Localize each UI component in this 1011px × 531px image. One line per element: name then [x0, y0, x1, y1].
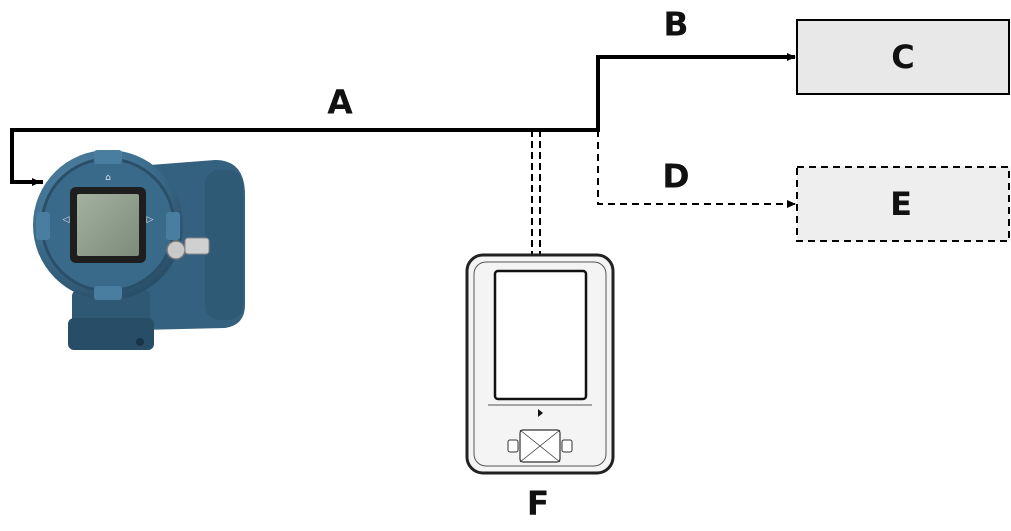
field-transmitter-icon: ⌂ ◁ ▷ — [33, 150, 245, 350]
svg-text:◁: ◁ — [63, 215, 70, 225]
box-c — [796, 19, 1010, 95]
label-f: F — [526, 483, 550, 523]
wire-d — [597, 130, 796, 208]
label-d: D — [662, 156, 690, 196]
label-e: E — [890, 185, 912, 223]
label-a: A — [327, 82, 353, 122]
svg-text:▷: ▷ — [147, 215, 154, 225]
label-b: B — [663, 4, 689, 44]
label-c: C — [891, 38, 915, 76]
handheld-communicator-icon — [465, 253, 615, 475]
box-e — [796, 166, 1010, 242]
svg-text:⌂: ⌂ — [105, 173, 111, 183]
